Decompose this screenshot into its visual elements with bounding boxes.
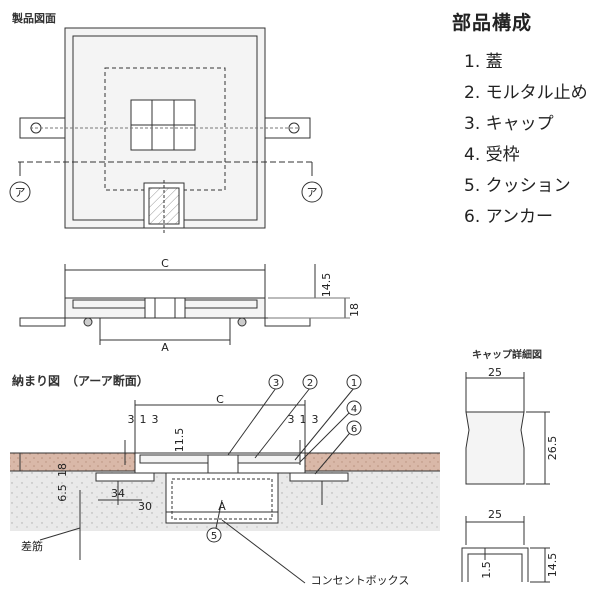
part-item: 4. 受枠 bbox=[464, 145, 520, 165]
pitch-left-2: 3 bbox=[152, 413, 159, 426]
cap-height-label: 26.5 bbox=[546, 436, 559, 461]
rebar-label: 差筋 bbox=[21, 539, 43, 553]
install-offset-label: 30 bbox=[138, 500, 152, 513]
cap-detail-bottom bbox=[461, 516, 550, 583]
pitch-left-1: 1 bbox=[140, 413, 147, 426]
part-item: 3. キャップ bbox=[464, 114, 554, 134]
part-item: 1. 蓋 bbox=[464, 52, 503, 72]
box-label: コンセントボックス bbox=[311, 574, 410, 587]
installation-section bbox=[10, 387, 440, 584]
side-width-label: C bbox=[161, 257, 169, 270]
callout-1: 1 bbox=[351, 378, 357, 389]
pitch-right-0: 3 bbox=[288, 413, 295, 426]
parts-title: 部品構成 bbox=[452, 12, 533, 34]
part-item: 5. クッション bbox=[464, 176, 571, 196]
pitch-left: 3 1 3 bbox=[128, 413, 159, 426]
parts-list: 部品構成 1. 蓋 2. モルタル止め 3. キャップ 4. 受枠 5. クッシ… bbox=[452, 8, 588, 227]
section-mark-left-label: ア bbox=[15, 186, 26, 199]
section-mark-left: ア bbox=[9, 181, 31, 203]
install-inner-label: A bbox=[218, 500, 226, 513]
side-height-label: 18 bbox=[348, 303, 361, 317]
section-mark-right-label: ア bbox=[307, 186, 318, 199]
install-anchor-height-label: 6.5 bbox=[56, 484, 69, 502]
callout-2: 2 bbox=[307, 378, 313, 389]
cap-thickness-label: 1.5 bbox=[480, 561, 493, 579]
callout-4: 4 bbox=[351, 404, 357, 415]
plan-view bbox=[18, 27, 313, 235]
callout-3: 3 bbox=[273, 378, 279, 389]
installation-title: 納まり図 （アーア断面） bbox=[12, 374, 149, 388]
cap-detail-top bbox=[465, 372, 550, 485]
install-anchor-width-label: 34 bbox=[111, 487, 125, 500]
pitch-left-0: 3 bbox=[128, 413, 135, 426]
side-inner-label: A bbox=[161, 341, 169, 354]
pitch-right-2: 3 bbox=[312, 413, 319, 426]
install-width-label: C bbox=[216, 393, 224, 406]
pitch-right: 3 1 3 bbox=[288, 413, 319, 426]
product-drawing-title: 製品図面 bbox=[12, 12, 56, 25]
callout-6: 6 bbox=[351, 424, 357, 435]
callouts bbox=[206, 374, 362, 543]
install-slab-label: 18 bbox=[56, 463, 69, 477]
cap-width-top-label: 25 bbox=[488, 366, 502, 379]
part-item: 6. アンカー bbox=[464, 207, 553, 227]
cap-height-bottom-label: 14.5 bbox=[546, 553, 559, 578]
part-item: 2. モルタル止め bbox=[464, 83, 588, 103]
cap-width-bottom-label: 25 bbox=[488, 508, 502, 521]
pitch-right-1: 1 bbox=[300, 413, 307, 426]
section-mark-right: ア bbox=[301, 181, 323, 203]
cap-detail-title: キャップ詳細図 bbox=[472, 350, 542, 361]
install-cap-height-label: 11.5 bbox=[173, 428, 186, 453]
callout-5: 5 bbox=[211, 531, 217, 542]
side-view bbox=[19, 264, 350, 345]
side-cover-height-label: 14.5 bbox=[320, 273, 333, 298]
